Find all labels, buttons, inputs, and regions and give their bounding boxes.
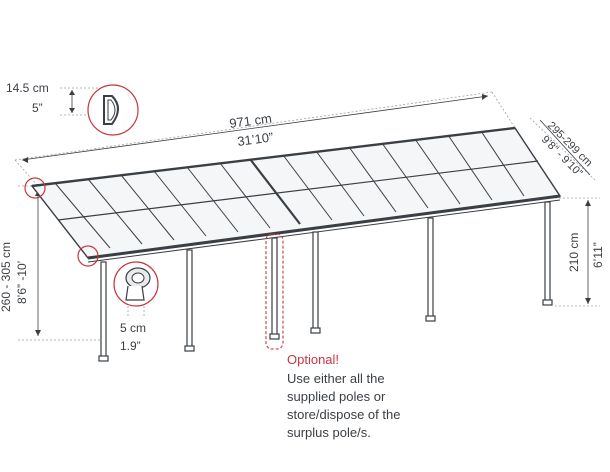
optional-note-body: Use either all the supplied poles or sto… bbox=[287, 370, 427, 442]
height-right-cm-label: 210 cm bbox=[567, 233, 581, 272]
post-front-left bbox=[100, 261, 107, 361]
height-right-ft-label: 6’11” bbox=[591, 242, 605, 268]
gutter-cm-label: 14.5 cm bbox=[6, 81, 49, 95]
pergola-posts bbox=[98, 201, 553, 362]
post-5 bbox=[427, 217, 434, 321]
corner-detail-marker bbox=[24, 177, 46, 199]
pergola-roof bbox=[30, 126, 562, 263]
post-joint-marker bbox=[77, 245, 99, 267]
gutter-in-label: 5” bbox=[32, 101, 43, 115]
post-back-right bbox=[544, 201, 551, 303]
optional-post-highlight bbox=[265, 233, 284, 350]
optional-note-title: Optional! bbox=[287, 352, 340, 367]
optional-note-line: supplied poles or bbox=[287, 389, 386, 404]
optional-note-line: surplus pole/s. bbox=[287, 425, 371, 440]
optional-note-line: Use either all the bbox=[287, 371, 385, 386]
height-left-ft-label: 8’6” -10’ bbox=[15, 261, 29, 304]
post-in-label: 1.9” bbox=[120, 339, 141, 353]
post-bracket-detail-callout bbox=[113, 261, 159, 307]
post-cm-label: 5 cm bbox=[120, 321, 146, 335]
length-ft-label: 31’10” bbox=[236, 129, 274, 149]
gutter-detail-callout bbox=[87, 84, 139, 136]
optional-note-line: store/dispose of the bbox=[287, 407, 401, 422]
height-left-cm-label: 260 - 305 cm bbox=[0, 242, 13, 312]
length-cm-label: 971 cm bbox=[228, 111, 272, 131]
front-gutter bbox=[87, 194, 561, 260]
post-optional bbox=[271, 237, 278, 339]
post-2 bbox=[186, 249, 193, 351]
dimension-guides bbox=[14, 87, 600, 341]
post-4 bbox=[312, 231, 319, 333]
